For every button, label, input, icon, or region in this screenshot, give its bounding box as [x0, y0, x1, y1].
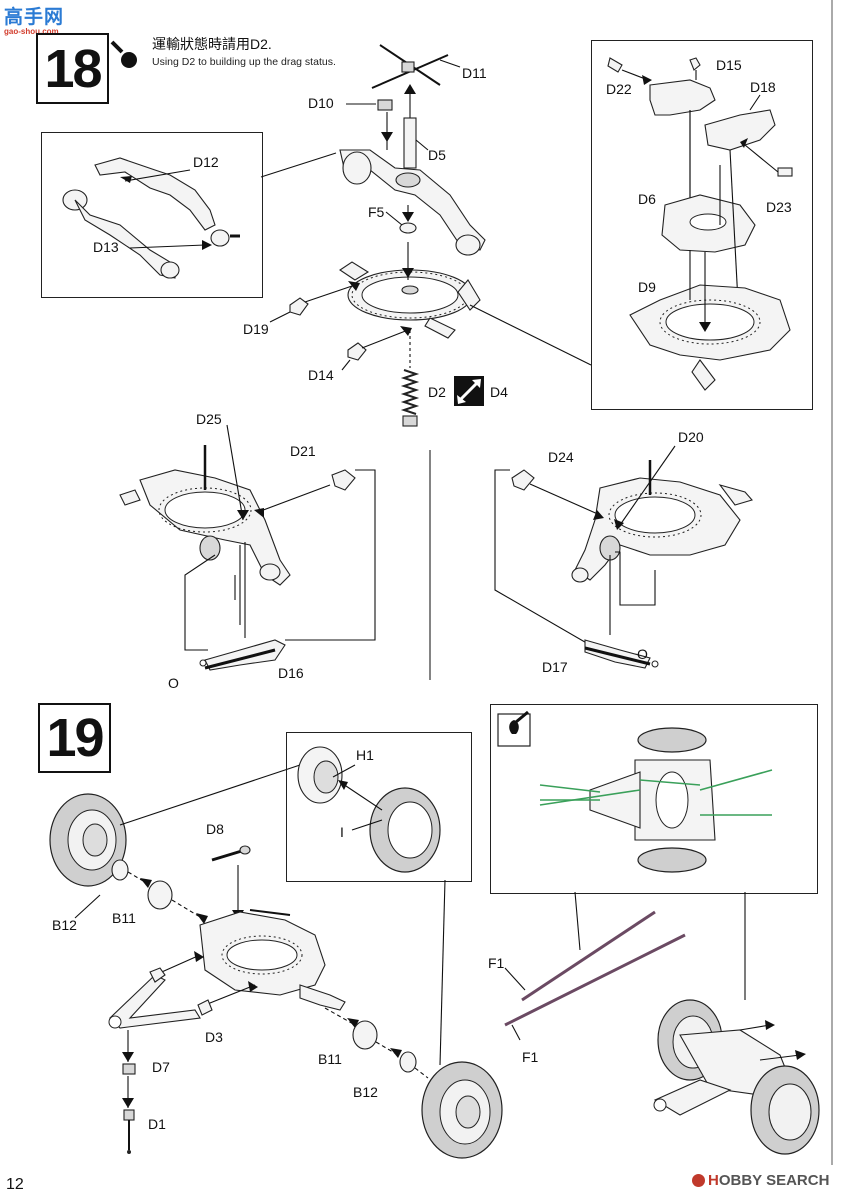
part-d7 [122, 1063, 136, 1075]
detail-wheel-drawing [297, 746, 441, 873]
step-18-number: 18 [36, 33, 109, 104]
trail-leg [109, 974, 201, 1029]
part-d14 [347, 342, 367, 361]
detail-d12-d13-drawing [62, 157, 240, 279]
label-h1: H1 [356, 747, 374, 763]
part-d16-spring [204, 639, 286, 671]
watermark-logo: 高手网 gao-shou.com [4, 2, 64, 36]
detail-box-d12-d13 [41, 132, 263, 298]
label-d12: D12 [193, 154, 219, 170]
label-d21: D21 [290, 443, 316, 459]
label-d3: D3 [205, 1029, 223, 1045]
step-19-number: 19 [38, 703, 111, 773]
label-i: I [340, 824, 344, 840]
label-d15: D15 [716, 57, 742, 73]
part-f5 [399, 222, 417, 234]
final-assembly-view [653, 999, 820, 1155]
label-d17: D17 [542, 659, 568, 675]
label-b11-left: B11 [112, 910, 136, 926]
step-18-instruction-cn: 運輸狀態時請用D2. [152, 36, 272, 52]
label-d9: D9 [638, 279, 656, 295]
part-d1 [123, 1109, 135, 1154]
label-o-left: O [168, 675, 179, 691]
label-d5: D5 [428, 147, 446, 163]
glue-bottle-icon [110, 40, 137, 68]
label-b12-right: B12 [353, 1084, 378, 1100]
wheel-left [49, 793, 127, 887]
label-d25: D25 [196, 411, 222, 427]
part-d19 [289, 297, 309, 316]
label-d1: D1 [148, 1116, 166, 1132]
wheel-right [421, 1061, 503, 1159]
paint-drop-icon [497, 710, 531, 747]
label-d19: D19 [243, 321, 269, 337]
brand-word: OBBY SEARCH [718, 1172, 830, 1189]
label-d4: D4 [490, 384, 508, 400]
page-number: 12 [6, 1176, 24, 1193]
label-d2: D2 [428, 384, 446, 400]
assembly-right [571, 460, 753, 583]
step-18-instruction-en: Using D2 to building up the drag status. [152, 56, 336, 68]
label-d20: D20 [678, 429, 704, 445]
part-d10 [377, 99, 393, 111]
label-d6: D6 [638, 191, 656, 207]
label-b12-left: B12 [52, 917, 77, 933]
label-o-right: O [637, 646, 648, 662]
label-d22: D22 [606, 81, 632, 97]
label-d14: D14 [308, 367, 334, 383]
label-d18: D18 [750, 79, 776, 95]
label-f1-top: F1 [488, 955, 505, 971]
label-d16: D16 [278, 665, 304, 681]
part-d2-spring [400, 330, 420, 427]
label-d10: D10 [308, 95, 334, 111]
painted-top-view [539, 727, 773, 873]
upper-frame [339, 149, 486, 251]
brand-logo-icon [692, 1174, 705, 1187]
watermark-chars: 高手网 [4, 7, 65, 28]
part-f1-rods [504, 910, 686, 1027]
watermark-domain: gao-shou.com [4, 27, 59, 36]
detail-turntable-drawing [607, 57, 793, 391]
part-d8 [211, 845, 251, 862]
part-d24 [511, 469, 535, 491]
label-d8: D8 [206, 821, 224, 837]
label-d13: D13 [93, 239, 119, 255]
turntable-ring [339, 261, 481, 339]
assembly-left [119, 445, 291, 586]
label-d23: D23 [766, 199, 792, 215]
label-d11: D11 [462, 65, 487, 81]
part-d5 [403, 117, 417, 169]
label-b11-right: B11 [318, 1051, 342, 1067]
label-f5: F5 [368, 204, 385, 220]
brand-prefix: H [708, 1172, 719, 1189]
label-f1-bottom: F1 [522, 1049, 539, 1065]
part-d21 [331, 469, 356, 491]
swap-arrows-icon [454, 376, 484, 406]
label-d7: D7 [152, 1059, 170, 1075]
label-d24: D24 [548, 449, 574, 465]
part-d11 [371, 44, 449, 89]
carriage-step19 [199, 909, 346, 1011]
part-d17-spring [584, 639, 651, 669]
